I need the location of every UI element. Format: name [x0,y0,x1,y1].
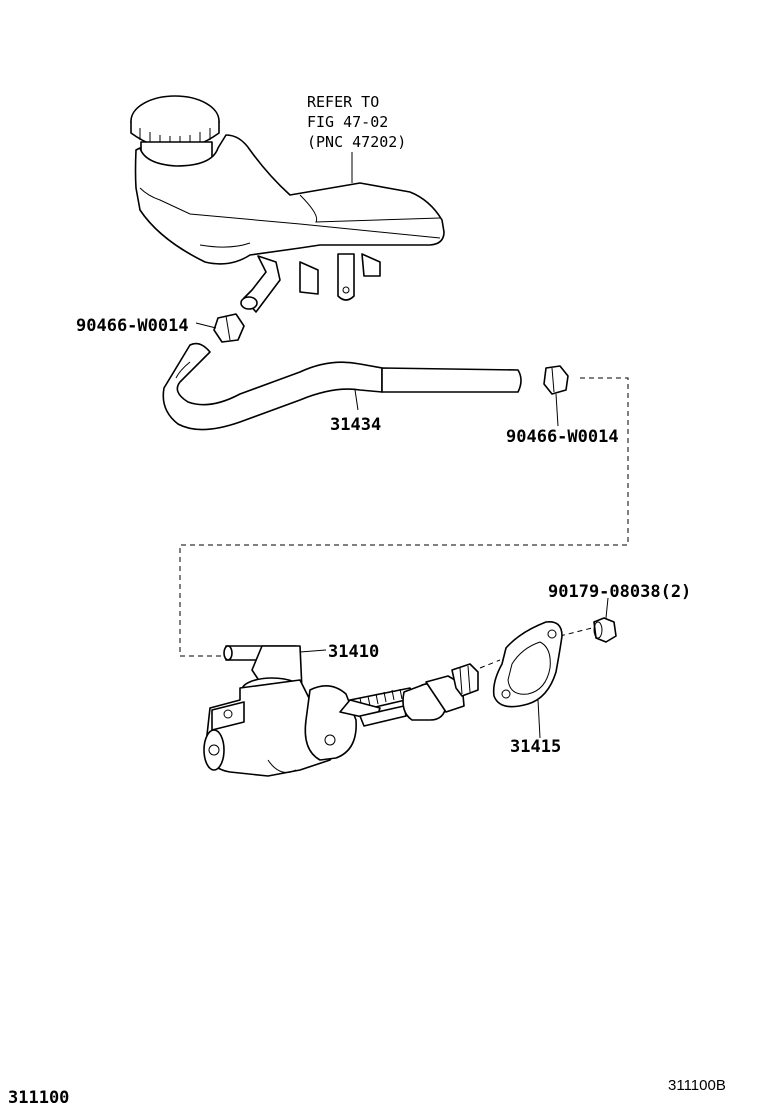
master-cylinder-leader-line [299,649,327,653]
gasket-nut-dashed-line [559,627,593,637]
gasket-part-number: 31415 [510,737,561,757]
gasket-leader-line [537,699,541,739]
clip-upper [213,313,245,343]
hose-part-number: 31434 [330,415,381,435]
clip-upper-part-number: 90466-W0014 [76,316,189,336]
master-cylinder-part-number: 31410 [328,642,379,662]
reference-note: REFER TO FIG 47-02 (PNC 47202) [307,93,406,151]
hose-leader-line [354,389,359,411]
clip-right-leader-line [555,393,559,427]
footer-right-code: 311100B [668,1077,726,1094]
clip-right [543,365,569,395]
nut [593,617,617,643]
master-cylinder [203,645,479,777]
reference-line-1: REFER TO [307,93,379,111]
reservoir-tank [130,95,445,313]
nut-part-number: 90179-08038(2) [548,582,691,602]
reference-line-3: (PNC 47202) [307,133,406,151]
reference-line-2: FIG 47-02 [307,113,388,131]
cylinder-gasket-dashed-line [479,659,501,669]
clip-right-part-number: 90466-W0014 [506,427,619,447]
hose [162,342,522,431]
footer-left-code: 311100 [8,1088,69,1108]
nut-leader-line [605,597,609,619]
connection-dashed-line [179,377,629,657]
gasket [492,620,563,708]
clip-upper-leader-line [195,322,217,329]
